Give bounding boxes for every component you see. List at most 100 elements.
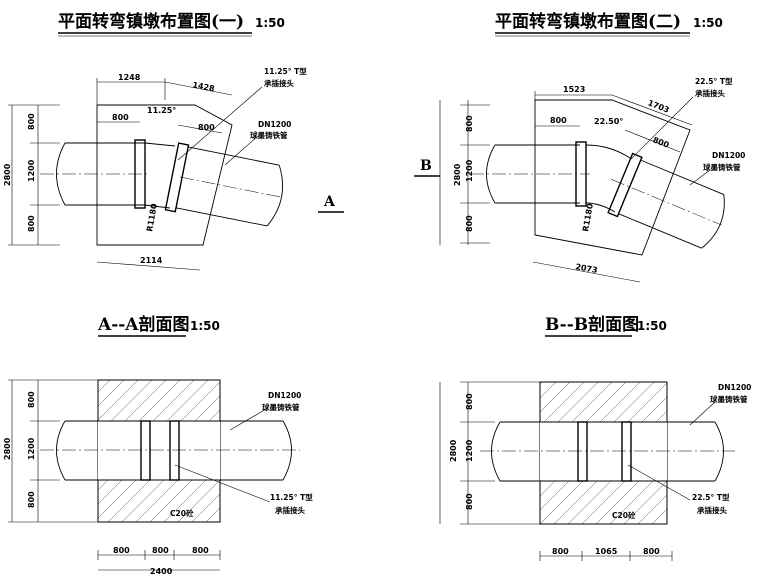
plan2-pipe-label-1: DN1200 bbox=[712, 151, 745, 160]
plan2-dim-line-2073 bbox=[532, 261, 641, 283]
plan1-dim-800-right: 800 bbox=[198, 123, 215, 132]
secA-hdim-3: 800 bbox=[192, 546, 209, 555]
plan2-section-marker: B bbox=[420, 158, 432, 174]
section-a: A--A剖面图 1:50 2800 800 1200 800 800 800 8… bbox=[3, 314, 313, 576]
plan2-joint-leader bbox=[629, 96, 694, 161]
plan1-pipe-right bbox=[175, 146, 280, 227]
secB-hdim-3: 800 bbox=[643, 547, 660, 556]
secA-vdim-mid: 1200 bbox=[27, 437, 36, 460]
secA-title: A--A剖面图 bbox=[97, 314, 190, 335]
secB-pipe-label-1: DN1200 bbox=[718, 383, 751, 392]
plan1-bend bbox=[144, 142, 176, 209]
plan1-dim-2114: 2114 bbox=[140, 256, 163, 265]
plan2-socket-right bbox=[607, 152, 643, 218]
plan1-dim-line-2114 bbox=[96, 261, 201, 271]
plan1-pipe-label-2: 球墨铸铁管 bbox=[250, 130, 288, 140]
secA-pipe-label-2: 球墨铸铁管 bbox=[262, 402, 300, 412]
plan1-radius: R1180 bbox=[145, 202, 159, 232]
secB-pipe bbox=[500, 421, 715, 482]
plan2-dim-angle: 22.50° bbox=[594, 117, 623, 126]
secB-concrete-label: C20砼 bbox=[612, 510, 636, 520]
secA-concrete-label: C20砼 bbox=[170, 508, 194, 518]
secA-pipe-right-end bbox=[282, 420, 292, 481]
plan1-section-marker: A bbox=[323, 194, 336, 210]
plan2-dim-line-1703 bbox=[611, 94, 693, 126]
secB-joint-leader bbox=[627, 464, 691, 501]
plan2-pipe-right bbox=[618, 159, 725, 249]
plan1-socket-right bbox=[164, 142, 190, 213]
secA-joint-label-2: 承插接头 bbox=[275, 505, 305, 515]
plan1-joint-label-1: 11.25° T型 bbox=[264, 66, 307, 76]
secB-pipe-label-2: 球墨铸铁管 bbox=[710, 394, 748, 404]
secB-title: B--B剖面图 bbox=[545, 314, 639, 335]
plan1-dim-angle: 11.25° bbox=[147, 106, 176, 115]
plan1-vdim-total: 2800 bbox=[3, 163, 12, 186]
secB-joint-label-2: 承插接头 bbox=[697, 505, 727, 515]
secA-hdim-total: 2400 bbox=[150, 567, 173, 576]
plan1-socket-left bbox=[134, 139, 146, 209]
plan2-centerline-right bbox=[611, 179, 723, 226]
plan2-socket-left bbox=[575, 141, 587, 207]
plan2-scale: 1:50 bbox=[693, 16, 723, 30]
secB-scale: 1:50 bbox=[637, 319, 667, 333]
plan1-vdim-mid: 1200 bbox=[27, 159, 36, 182]
secA-joint-label-1: 11.25° T型 bbox=[270, 492, 313, 502]
secB-pipe-left-end bbox=[491, 421, 501, 482]
secA-scale: 1:50 bbox=[190, 319, 220, 333]
plan2-dim-800-left: 800 bbox=[550, 116, 567, 125]
secA-vdim-total: 2800 bbox=[3, 437, 12, 460]
secA-socket-2 bbox=[169, 420, 180, 481]
secB-hdim-1: 800 bbox=[552, 547, 569, 556]
plan2-pipe-leader bbox=[689, 169, 711, 186]
secA-pipe-label-1: DN1200 bbox=[268, 391, 301, 400]
plan1-vdim-bot: 800 bbox=[27, 215, 36, 232]
secB-joint-label-1: 22.5° T型 bbox=[692, 492, 730, 502]
secB-vdim-mid: 1200 bbox=[465, 439, 474, 462]
plan1-dim-line-800-right bbox=[177, 124, 223, 134]
secA-pipe-fill bbox=[98, 421, 220, 480]
secB-vdim-total: 2800 bbox=[449, 439, 458, 462]
secB-pipe-leader bbox=[689, 401, 716, 426]
plan1-dim-800-left: 800 bbox=[112, 113, 129, 122]
plan2-vdim-total: 2800 bbox=[453, 163, 462, 186]
secA-vdim-bot: 800 bbox=[27, 491, 36, 508]
plan-1: 平面转弯镇墩布置图(一) 1:50 1248 1428 800 1 bbox=[3, 11, 344, 271]
plan2-joint-label-1: 22.5° T型 bbox=[695, 76, 733, 86]
plan1-block-outline bbox=[96, 104, 233, 246]
plan2-dim-1523: 1523 bbox=[563, 85, 585, 94]
plan2-title: 平面转弯镇墩布置图(二) bbox=[495, 11, 681, 32]
secA-hdim-1: 800 bbox=[113, 546, 130, 555]
secB-vdim-top: 800 bbox=[465, 393, 474, 410]
plan1-pipe-left-end bbox=[56, 142, 66, 206]
secB-pipe-fill bbox=[540, 422, 667, 481]
plan2-dim-line-800-right bbox=[624, 129, 681, 153]
plan2-radius: R1180 bbox=[581, 202, 595, 232]
section-b: B--B剖面图 1:50 2800 800 1200 800 800 1065 … bbox=[439, 314, 751, 561]
secB-pipe-right-end bbox=[714, 421, 724, 482]
plan1-pipe-label-1: DN1200 bbox=[258, 120, 291, 129]
plan-2: 平面转弯镇墩布置图(二) 1:50 1523 1703 800 22.50° 8… bbox=[414, 11, 745, 283]
secA-socket-1 bbox=[140, 420, 151, 481]
plan1-dim-line-1428 bbox=[164, 81, 233, 96]
plan2-bend bbox=[585, 144, 631, 213]
plan1-dim-1428: 1428 bbox=[192, 80, 216, 93]
plan2-vdim-mid: 1200 bbox=[465, 159, 474, 182]
secA-hdim-2: 800 bbox=[152, 546, 169, 555]
plan1-pipe-right-end bbox=[266, 164, 284, 227]
plan1-scale: 1:50 bbox=[255, 16, 285, 30]
secB-vdim-bot: 800 bbox=[465, 493, 474, 510]
plan2-joint-label-2: 承插接头 bbox=[695, 88, 725, 98]
plan1-joint-leader bbox=[177, 86, 263, 161]
secA-joint-leader bbox=[174, 464, 271, 503]
plan2-vdim-bot: 800 bbox=[465, 215, 474, 232]
plan1-joint-label-2: 承插接头 bbox=[264, 78, 294, 88]
plan1-dim-1248: 1248 bbox=[118, 73, 141, 82]
secA-pipe-left-end bbox=[56, 420, 66, 481]
plan2-block-outline bbox=[534, 99, 691, 256]
secA-pipe-leader bbox=[229, 407, 269, 431]
plan1-vdim-top: 800 bbox=[27, 113, 36, 130]
plan1-title: 平面转弯镇墩布置图(一) bbox=[58, 11, 244, 32]
plan2-vdim-top: 800 bbox=[465, 115, 474, 132]
secB-hdim-2: 1065 bbox=[595, 547, 618, 556]
